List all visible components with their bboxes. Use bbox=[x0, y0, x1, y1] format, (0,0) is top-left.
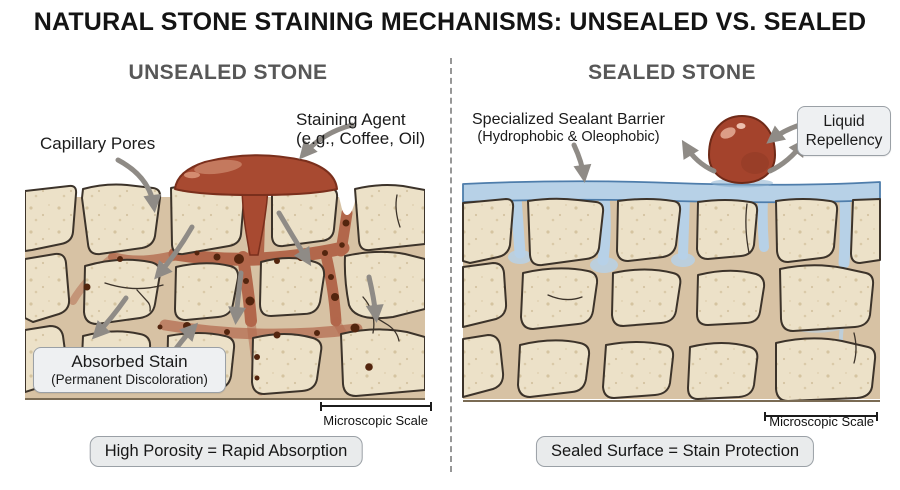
staining-agent-label: Staining Agent (e.g., Coffee, Oil) bbox=[296, 110, 425, 148]
absorption-arrows bbox=[91, 122, 384, 360]
unsealed-panel-header: UNSEALED STONE bbox=[128, 61, 328, 84]
capillary-pores-label: Capillary Pores bbox=[40, 134, 156, 153]
scale-bar-label: Microscopic Scale bbox=[769, 414, 874, 429]
panel-divider bbox=[450, 58, 452, 472]
repelled-droplet bbox=[707, 114, 777, 188]
liquid-repellency-label-box: Liquid Repellency bbox=[797, 106, 891, 156]
staining-agent-arrow bbox=[299, 122, 355, 160]
absorbed-stain-label-box: Absorbed Stain (Permanent Discoloration) bbox=[33, 347, 226, 393]
stain-droplet bbox=[174, 154, 338, 256]
staining-agent-line2: (e.g., Coffee, Oil) bbox=[296, 129, 426, 148]
capillary-pores-arrow bbox=[115, 157, 162, 213]
sealed-caption-box: Sealed Surface = Stain Protection bbox=[535, 436, 815, 467]
absorbed-stain-line1: Absorbed Stain bbox=[71, 352, 188, 371]
stone-cracks bbox=[547, 203, 857, 364]
diagram-title: NATURAL STONE STAINING MECHANISMS: UNSEA… bbox=[33, 8, 867, 36]
sealant-pointer-arrow bbox=[571, 142, 592, 183]
unsealed-caption-box: High Porosity = Rapid Absorption bbox=[89, 436, 363, 467]
sealant-barrier-label: Specialized Sealant Barrier (Hydrophobic… bbox=[466, 110, 671, 146]
sealant-barrier-line1: Specialized Sealant Barrier bbox=[472, 111, 665, 128]
scale-bar bbox=[764, 412, 878, 421]
sealed-panel-header: SEALED STONE bbox=[588, 61, 756, 84]
sealed-stone-illustration bbox=[462, 114, 881, 402]
staining-agent-line1: Staining Agent bbox=[296, 110, 406, 129]
scale-bar bbox=[320, 402, 432, 411]
scale-bar-label: Microscopic Scale bbox=[323, 413, 428, 428]
sealant-barrier-line2: (Hydrophobic & Oleophobic) bbox=[477, 129, 660, 145]
surface-notch bbox=[335, 181, 360, 215]
absorbed-stain-line2: (Permanent Discoloration) bbox=[51, 372, 208, 387]
stone-blocks bbox=[462, 197, 881, 402]
